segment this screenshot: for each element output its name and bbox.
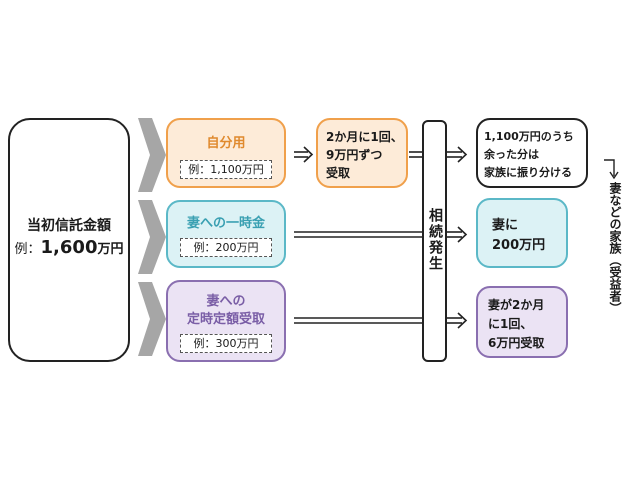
result-remaining-line2: 余った分は — [484, 148, 539, 161]
inheritance-event-label: 相続発生 — [427, 208, 443, 272]
result-periodic-line2: に1回、 — [488, 317, 533, 331]
wife-periodic-box: 妻への 定時定額受取 例：300万円 — [166, 280, 286, 362]
double-arrow-result1 — [447, 146, 468, 163]
self-payout-box: 2か月に1回、 9万円ずつ 受取 — [316, 118, 408, 188]
inheritance-event-bar: 相続発生 — [422, 120, 447, 362]
wife-lump-sum-label: 妻への一時金 — [186, 216, 265, 231]
result-remaining-box: 1,100万円のうち 余った分は 家族に振り分ける — [476, 118, 588, 188]
wife-periodic-label-line1: 妻への — [206, 294, 246, 309]
initial-example-amount: 1,600 — [40, 237, 98, 258]
self-payout-line3: 受取 — [326, 166, 351, 180]
self-use-box: 自分用 例：1,100万円 — [166, 118, 286, 188]
wife-lump-sum-box: 妻への一時金 例：200万円 — [166, 200, 286, 268]
wife-periodic-label-line2: 定時定額受取 — [186, 312, 265, 327]
result-lump-sum-line2: 200万円 — [492, 238, 546, 253]
wife-periodic-example: 例：300万円 — [180, 334, 272, 353]
initial-trust-label: 当初信託金額 — [27, 218, 111, 234]
result-periodic-line3: 6万円受取 — [488, 336, 545, 350]
result-remaining-line1: 1,100万円のうち — [484, 130, 574, 143]
self-payout-line2: 9万円ずつ — [326, 148, 383, 162]
initial-example-prefix: 例： — [14, 242, 41, 257]
self-use-label: 自分用 — [206, 136, 246, 151]
chevron-arrow-1 — [138, 118, 166, 192]
initial-example-unit: 万円 — [97, 242, 124, 257]
self-payout-line1: 2か月に1回、 — [326, 130, 403, 144]
double-arrow-self — [294, 146, 314, 163]
result-lump-sum-line1: 妻に — [492, 218, 519, 233]
wife-lump-sum-example: 例：200万円 — [180, 238, 272, 257]
double-arrow-payout — [409, 151, 422, 158]
chevron-arrow-3 — [138, 282, 166, 356]
initial-trust-example: 例：1,600万円 — [10, 237, 128, 258]
family-arrow — [604, 159, 619, 180]
beneficiary-family-note: 妻などの家族（受益者） — [608, 182, 622, 314]
result-remaining-line3: 家族に振り分ける — [484, 166, 572, 179]
double-line-periodic — [294, 312, 468, 329]
double-line-lumpsum — [294, 226, 468, 243]
result-lump-sum-box: 妻に 200万円 — [476, 198, 568, 268]
self-use-example: 例：1,100万円 — [180, 160, 272, 179]
chevron-arrow-2 — [138, 200, 166, 274]
result-periodic-line1: 妻が2か月 — [488, 298, 545, 312]
initial-trust-box: 当初信託金額 例：1,600万円 — [8, 118, 130, 362]
result-periodic-box: 妻が2か月 に1回、 6万円受取 — [476, 286, 568, 358]
